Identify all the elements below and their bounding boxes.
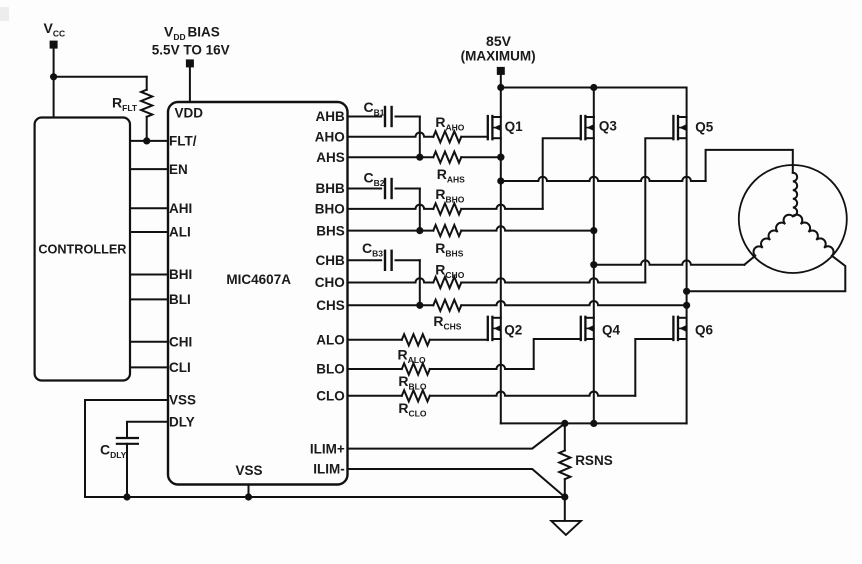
svg-text:ILIM+: ILIM+ — [310, 441, 345, 456]
svg-text:BHS: BHS — [316, 223, 345, 238]
svg-text:CHB: CHB — [316, 253, 345, 268]
svg-text:CHO: CHO — [315, 275, 345, 290]
svg-text:BIAS: BIAS — [188, 25, 220, 40]
svg-text:Q1: Q1 — [505, 119, 524, 134]
svg-text:MIC4607A: MIC4607A — [226, 272, 291, 287]
svg-text:AHB: AHB — [316, 109, 345, 124]
svg-text:Q6: Q6 — [695, 323, 714, 338]
svg-text:ILIM-: ILIM- — [313, 462, 345, 477]
svg-text:Q2: Q2 — [504, 323, 522, 338]
svg-text:VDD: VDD — [175, 106, 204, 121]
svg-text:Q4: Q4 — [602, 322, 621, 337]
svg-text:Q3: Q3 — [599, 118, 618, 133]
svg-text:BLI: BLI — [169, 292, 191, 307]
svg-text:FLT/: FLT/ — [169, 134, 197, 149]
svg-text:CHI: CHI — [169, 335, 192, 350]
svg-text:DLY: DLY — [169, 414, 195, 429]
svg-text:EN: EN — [169, 162, 188, 177]
svg-text:AHS: AHS — [316, 150, 345, 165]
svg-text:CLO: CLO — [316, 389, 345, 404]
svg-text:ALO: ALO — [316, 333, 345, 348]
svg-text:Q5: Q5 — [695, 120, 714, 135]
svg-text:AHI: AHI — [169, 201, 192, 216]
svg-text:CLI: CLI — [169, 360, 191, 375]
svg-text:BHB: BHB — [316, 181, 345, 196]
svg-text:ALI: ALI — [169, 225, 191, 240]
svg-text:85V: 85V — [486, 33, 512, 49]
svg-text:BHO: BHO — [315, 202, 345, 217]
svg-text:VSS: VSS — [235, 463, 262, 478]
svg-text:AHO: AHO — [315, 130, 345, 145]
svg-text:(MAXIMUM): (MAXIMUM) — [461, 48, 536, 63]
svg-text:BLO: BLO — [316, 362, 345, 377]
svg-text:CHS: CHS — [316, 298, 345, 313]
svg-text:BHI: BHI — [169, 267, 192, 282]
svg-text:5.5V TO 16V: 5.5V TO 16V — [152, 42, 230, 57]
svg-text:CONTROLLER: CONTROLLER — [38, 243, 126, 257]
svg-text:RSNS: RSNS — [575, 453, 613, 468]
svg-text:VSS: VSS — [169, 393, 196, 408]
